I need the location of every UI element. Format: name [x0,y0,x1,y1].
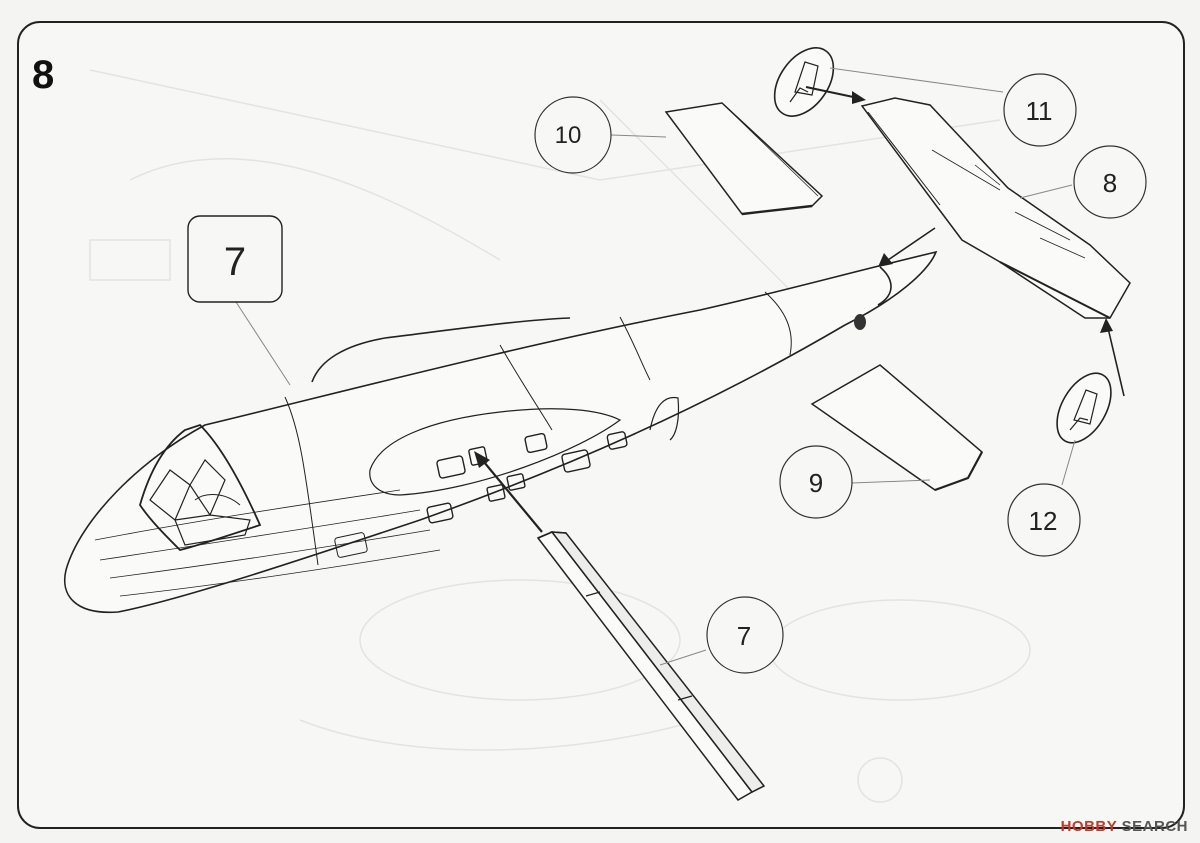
part-9 [810,364,983,492]
step-number: 8 [32,53,54,97]
arrow-7 [474,451,543,533]
part-11-disc [773,47,835,117]
callout-7-label: 7 [737,621,751,651]
fuselage-part-number: 7 [224,240,246,284]
callout-11-label: 11 [1026,96,1053,126]
tail-wheel [854,314,866,330]
faint-background-lines [89,69,1031,803]
callout-12: 12 [1007,439,1081,557]
callout-7: 7 [659,596,784,674]
part-10 [664,102,824,216]
fuselage-label: 7 [187,215,291,386]
callout-9-label: 9 [809,468,823,498]
watermark-suffix: SEARCH [1121,818,1188,835]
watermark: HOBBY SEARCH [1061,818,1188,835]
watermark-brand: HOBBY [1060,818,1117,835]
part-8-tail [860,97,1131,319]
part-12-disc [1056,372,1112,444]
callout-8-label: 8 [1103,168,1117,198]
callout-12-label: 12 [1029,506,1058,536]
arrow-11 [805,86,866,104]
callout-11: 11 [829,67,1077,147]
callout-10-label: 10 [555,122,582,149]
callout-8: 8 [1019,145,1147,219]
callout-9: 9 [779,445,931,519]
arrow-12 [1100,318,1125,397]
part-7-strip [536,531,766,801]
fuselage-part [64,250,938,614]
cockpit-canopy [139,423,262,551]
callout-10: 10 [534,96,667,174]
cabin-windows [426,431,628,524]
arrow-tail-to-fuselage [878,227,936,267]
